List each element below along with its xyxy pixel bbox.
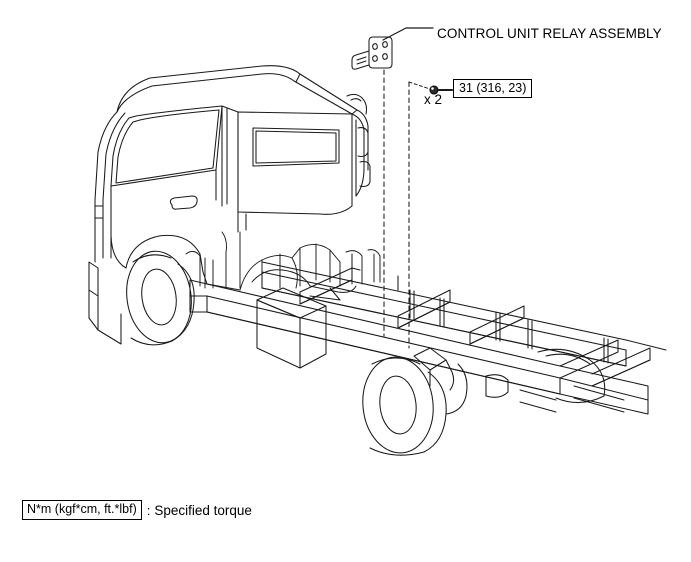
assembly-dashed-lines	[383, 69, 410, 349]
front-wheel	[126, 250, 195, 346]
rear-suspension	[413, 347, 625, 413]
bolt-leader-line	[408, 81, 431, 90]
control-unit-relay-assembly-part	[351, 36, 393, 70]
fuel-tank-box	[256, 287, 327, 369]
legend-unit-box: N*m (kgf*cm, ft.*lbf)	[22, 500, 142, 520]
rear-wheels	[362, 356, 468, 456]
legend-description: Specified torque	[154, 502, 252, 518]
chassis-frame	[189, 253, 667, 415]
part-name-callout: CONTROL UNIT RELAY ASSEMBLY	[437, 26, 662, 41]
engine-drivetrain	[185, 231, 381, 293]
torque-spec-box: 31 (316, 23)	[453, 79, 533, 98]
legend: N*m (kgf*cm, ft.*lbf) : Specified torque	[22, 500, 252, 520]
legend-separator: :	[146, 502, 151, 518]
bolt-quantity-label: x 2	[424, 92, 443, 107]
part-name-leader-line	[382, 27, 434, 41]
truck-cab	[88, 65, 371, 345]
